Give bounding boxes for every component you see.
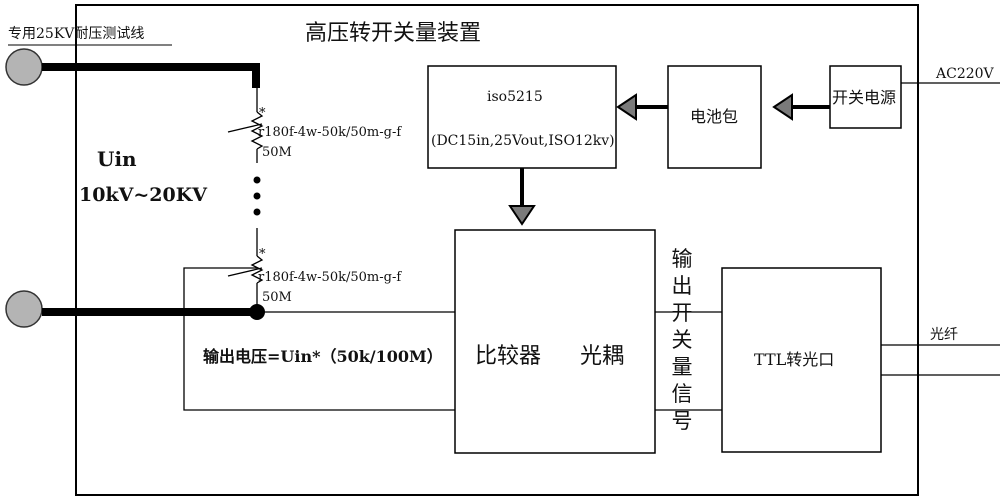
probe-cable-label: 专用25KV耐压测试线 [8,26,145,42]
fiber-label: 光纤 [930,327,958,343]
resistor-bottom-part: r180f-4w-50k/50m-g-f [258,270,402,285]
output-voltage-formula: 输出电压=Uin*（50k/100M） [203,347,443,366]
isolator-block [427,65,617,169]
resistor-top-part: r180f-4w-50k/50m-g-f [258,125,402,140]
arrow-power-to-battery [772,93,793,121]
resistor-top-zigzag [250,111,264,150]
sense-wire-top [183,267,455,411]
resistor-top-adjust [227,123,263,133]
resistor-bottom-value: 50M [262,290,292,305]
input-voltage-symbol: Uin [97,147,137,171]
ttl-converter-label: TTL转光口 [754,350,835,369]
hv-lead-top [42,63,260,88]
resistor-bottom-adjust [227,267,263,277]
arrow-isolator-to-comparator [508,205,536,226]
continuation-dot-1 [253,176,261,184]
continuation-dot-2 [253,192,261,200]
power-supply-block [829,65,902,129]
output-signal-label: 输出开关量信号 [671,247,693,433]
ac-input-label: AC220V [936,66,994,82]
ttl-block [721,267,882,453]
input-terminal-top [5,48,43,86]
resistor-bottom-zigzag [250,255,264,284]
isolator-spec: (DC15in,25Vout,ISO12kv) [431,133,615,149]
arrow-battery-to-isolator [616,93,637,121]
battery-block [667,65,762,169]
isolator-name: iso5215 [487,89,543,105]
resistor-top-value: 50M [262,145,292,160]
battery-pack-label: 电池包 [690,107,739,126]
input-voltage-range: 10kV~20KV [79,184,207,206]
device-enclosure [75,4,919,496]
comparator-label: 比较器 [475,344,542,369]
switching-power-label: 开关电源 [832,88,897,107]
resistor-top-marker: * [259,106,266,121]
device-title: 高压转开关量装置 [305,21,482,46]
resistor-bottom-marker: * [259,247,266,262]
comparator-block [454,229,656,454]
optocoupler-label: 光耦 [580,344,625,369]
input-terminal-bottom [5,290,43,328]
continuation-dot-3 [253,208,261,216]
